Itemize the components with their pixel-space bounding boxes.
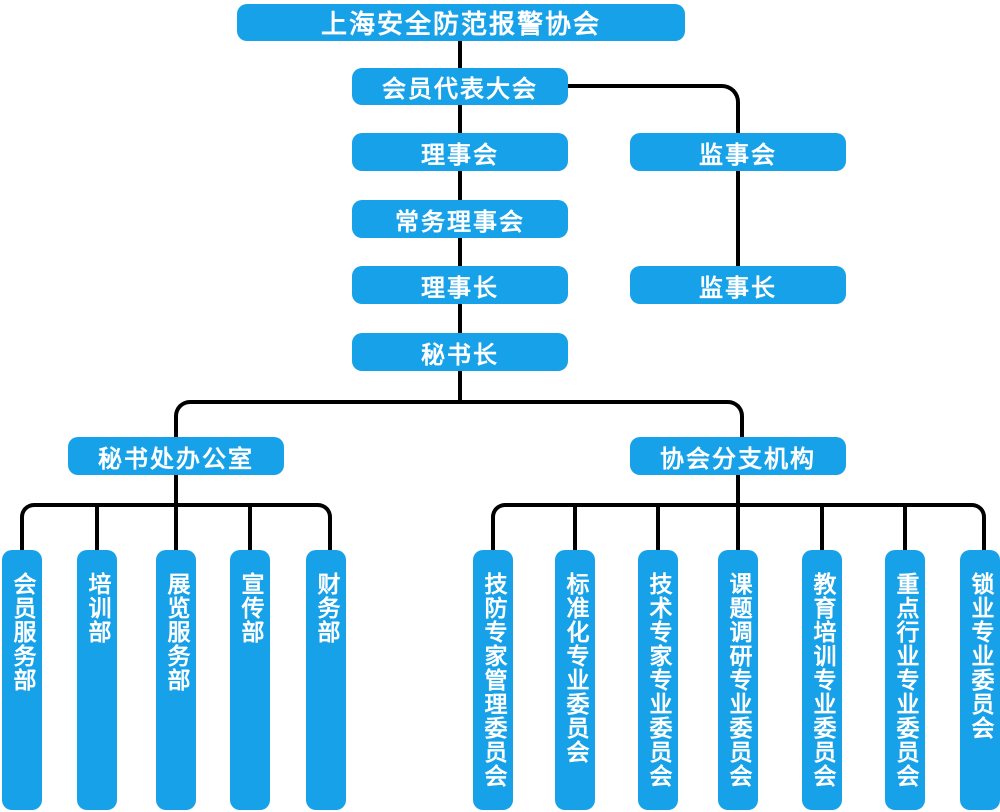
node-secretary-general: 秘书长	[352, 333, 568, 371]
connector-drop-dept-4	[248, 503, 252, 550]
node-standing-council: 常务理事会	[352, 200, 568, 238]
node-dept-finance: 财务部	[306, 550, 346, 810]
connector-congress-supervisory-elbow	[568, 84, 740, 137]
committee-label: 教育培训专业委员会	[809, 572, 835, 788]
connector-branches-down	[736, 475, 740, 503]
connector-root-congress	[458, 41, 462, 68]
connector-drop-committee-2	[573, 503, 577, 550]
node-committee-technical-expert: 技术专家专业委员会	[638, 550, 678, 810]
node-supervisory-board: 监事会	[630, 133, 846, 171]
connector-drop-dept-3	[174, 503, 178, 550]
node-committee-lock-industry: 锁业专业委员会	[960, 550, 1000, 810]
node-committee-research: 课题调研专业委员会	[718, 550, 758, 810]
committee-label: 技术专家专业委员会	[645, 572, 671, 788]
connector-council-standing	[458, 171, 462, 200]
node-root: 上海安全防范报警协会	[237, 4, 685, 41]
committee-label: 标准化专业委员会	[562, 572, 588, 764]
connector-drop-committee-5	[820, 503, 824, 550]
node-committee-education-training: 教育培训专业委员会	[802, 550, 842, 810]
connector-supervisory-chief	[736, 171, 740, 266]
node-dept-exhibition-service: 展览服务部	[156, 550, 196, 810]
node-dept-member-service: 会员服务部	[2, 550, 42, 810]
connector-secretary-split	[458, 371, 462, 404]
node-association-branches: 协会分支机构	[630, 437, 846, 475]
node-council: 理事会	[352, 133, 568, 171]
connector-congress-council	[458, 105, 462, 133]
node-member-congress: 会员代表大会	[352, 68, 568, 105]
node-committee-key-industry: 重点行业专业委员会	[885, 550, 925, 810]
dept-label: 培训部	[84, 572, 110, 644]
connector-drop-committee-6	[903, 503, 907, 550]
connector-drop-committee-3	[656, 503, 660, 550]
dept-label: 财务部	[313, 572, 339, 644]
node-dept-publicity: 宣传部	[230, 550, 270, 810]
connector-secretariat-down	[174, 475, 178, 503]
connector-standing-chairman	[458, 238, 462, 266]
connector-drop-committee-4	[736, 503, 740, 550]
committee-label: 重点行业专业委员会	[892, 572, 918, 788]
connector-drop-dept-2	[95, 503, 99, 550]
node-committee-tech-expert-mgmt: 技防专家管理委员会	[473, 550, 513, 810]
node-dept-training: 培训部	[77, 550, 117, 810]
dept-label: 展览服务部	[163, 572, 189, 692]
node-committee-standardization: 标准化专业委员会	[555, 550, 595, 810]
committee-label: 技防专家管理委员会	[480, 572, 506, 788]
committee-label: 课题调研专业委员会	[725, 572, 751, 788]
node-chief-supervisor: 监事长	[630, 266, 846, 304]
dept-label: 会员服务部	[9, 572, 35, 692]
dept-label: 宣传部	[237, 572, 263, 644]
node-chairman: 理事长	[352, 266, 568, 304]
connector-chairman-secretary	[458, 304, 462, 333]
connector-split-bracket	[174, 400, 744, 441]
node-secretariat-office: 秘书处办公室	[68, 437, 284, 475]
committee-label: 锁业专业委员会	[967, 572, 993, 740]
